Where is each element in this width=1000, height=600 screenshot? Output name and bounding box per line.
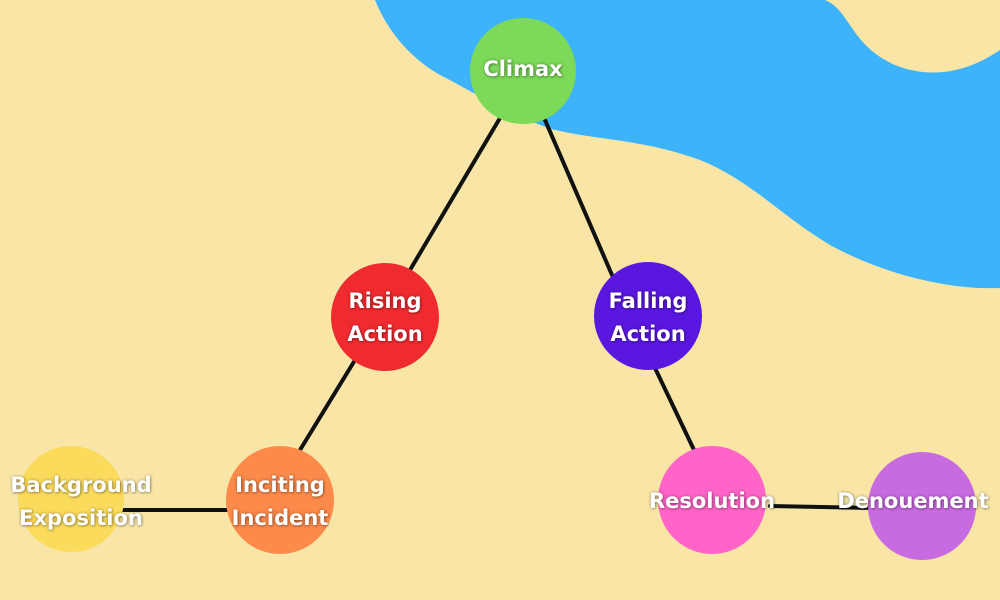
denouement-label-line: Denouement	[837, 489, 989, 513]
rising-action-label-line-1: Rising	[348, 289, 422, 313]
rising-action-label-line-2: Action	[347, 322, 423, 346]
inciting-incident-label: Inciting Incident	[220, 469, 340, 535]
connector-line	[408, 116, 502, 272]
inciting-incident-label-line-1: Inciting	[235, 473, 325, 497]
inciting-incident-node	[226, 446, 334, 554]
water-shape	[375, 0, 1000, 289]
inciting-incident-label-line-2: Incident	[231, 506, 329, 530]
resolution-label-line: Resolution	[648, 489, 776, 513]
background-exposition-label-line-2: Exposition	[19, 506, 143, 530]
falling-action-node	[594, 262, 702, 370]
connector-line	[543, 118, 614, 277]
denouement-label: Denouement	[832, 485, 994, 518]
climax-label-line: Climax	[483, 57, 563, 81]
resolution-node	[658, 446, 766, 554]
climax-node	[470, 18, 576, 124]
connector-line	[653, 366, 697, 454]
climax-label: Climax	[463, 53, 583, 86]
connector-line	[298, 358, 357, 452]
denouement-node	[868, 452, 976, 560]
falling-action-label-line-2: Action	[610, 322, 686, 346]
falling-action-label: Falling Action	[588, 285, 708, 351]
background-exposition-node	[18, 446, 124, 552]
background-exposition-label-line-1: Background	[10, 473, 152, 497]
rising-action-node	[331, 263, 439, 371]
background-exposition-label: Background Exposition	[0, 469, 162, 535]
resolution-label: Resolution	[642, 485, 782, 518]
falling-action-label-line-1: Falling	[608, 289, 688, 313]
connector-line	[768, 504, 874, 510]
rising-action-label: Rising Action	[325, 285, 445, 351]
